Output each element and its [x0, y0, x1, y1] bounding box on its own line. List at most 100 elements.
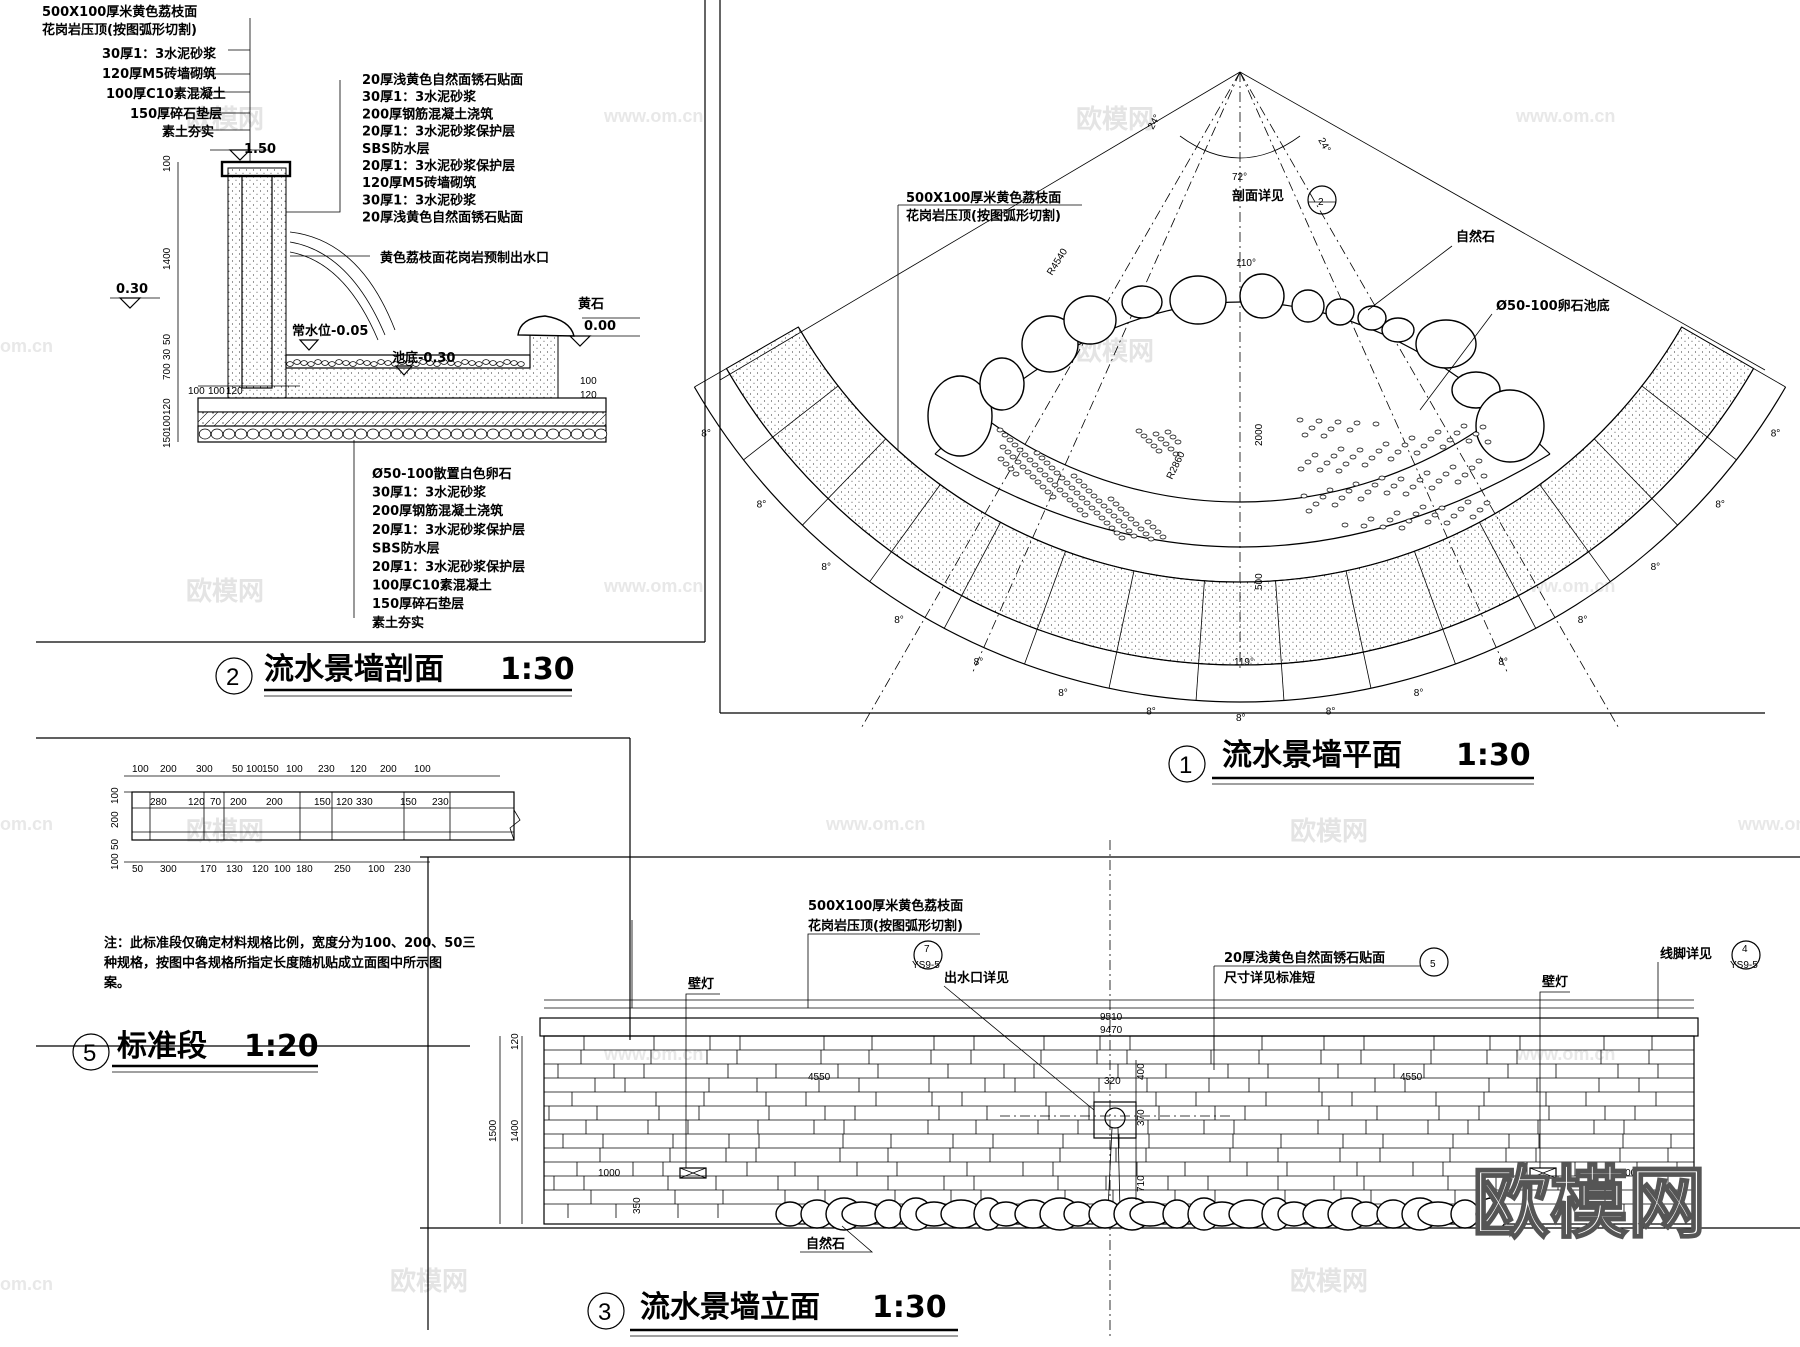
pebble: [1105, 508, 1113, 514]
plan-construction-line: [1239, 71, 1509, 676]
pebble: [1130, 533, 1138, 539]
pebble: [370, 361, 378, 367]
standard-dim-row2: 150: [314, 797, 331, 808]
elevation-label: 尺寸详见标准短: [1224, 970, 1315, 986]
pebble: [1137, 526, 1145, 532]
pebble: [1316, 467, 1324, 473]
plan-joint: [1593, 438, 1678, 526]
elevation-dim: 320: [1104, 1076, 1121, 1087]
standard-dim-row3: 300: [160, 864, 177, 875]
pebble: [1080, 483, 1088, 489]
pebble: [349, 361, 357, 367]
plan-angle-label: 8°: [894, 615, 904, 626]
pebble: [1393, 510, 1401, 516]
natural-stone: [1325, 298, 1355, 326]
gravel-stone: [426, 428, 440, 440]
plan-angle-label: 8°: [1578, 615, 1588, 626]
section-label: 200厚钢筋混凝土浇筑: [372, 503, 503, 519]
plan-joint: [694, 326, 799, 388]
plan-radius-label: R2860: [1165, 450, 1188, 482]
pebble: [377, 359, 385, 365]
plan-radius-line: [1239, 71, 1766, 371]
pebble: [1024, 469, 1032, 475]
pebble: [1375, 448, 1383, 454]
corner-watermark: 欧模网: [1472, 1159, 1706, 1249]
pebble: [1132, 521, 1140, 527]
standard-dim-row1: 50: [232, 764, 244, 775]
pebble: [1357, 496, 1365, 502]
pebble: [1100, 503, 1108, 509]
pebble: [1379, 524, 1387, 530]
elevation-outlet-ring: [1104, 1107, 1126, 1129]
elevation-title: 流水景墙立面: [640, 1290, 820, 1325]
pebble: [1484, 439, 1492, 445]
pebble: [1011, 442, 1019, 448]
gravel-stone: [438, 428, 452, 440]
pebble: [1475, 458, 1483, 464]
gravel-stone: [210, 428, 224, 440]
elevation-dim: 9470: [1100, 1025, 1123, 1036]
natural-stone: [1291, 289, 1325, 323]
pebble: [1063, 480, 1071, 486]
natural-stone: [1415, 319, 1477, 369]
pebble: [1345, 488, 1353, 494]
pebble: [314, 359, 322, 365]
plan-joint: [1024, 551, 1066, 665]
pebble: [412, 361, 420, 367]
gravel-stone: [510, 428, 524, 440]
pebble: [1398, 525, 1406, 531]
section-label: 20厚1：3水泥砂浆保护层: [372, 559, 525, 575]
natural-stone: [1239, 273, 1285, 319]
pebble: [1036, 467, 1044, 473]
pebble: [356, 359, 364, 365]
elevation-dim: 1000: [598, 1168, 621, 1179]
pebble: [1009, 454, 1017, 460]
pebble: [1145, 438, 1153, 444]
pebble: [1001, 432, 1009, 438]
pebble: [1296, 417, 1304, 423]
natural-stone: [1475, 1197, 1509, 1231]
pebble: [1308, 425, 1316, 431]
plan-drawing: 8°8°8°8°8°8°8°8°8°8°8°8°8°8°8°500X100厚米黄…: [693, 71, 1787, 731]
pebble: [286, 361, 294, 367]
plan-joint: [1195, 580, 1205, 701]
gravel-stone: [318, 428, 332, 440]
pebble: [1162, 441, 1170, 447]
pebble: [1048, 465, 1056, 471]
pebble: [1068, 485, 1076, 491]
pebble: [1464, 499, 1472, 505]
outlet-ref-circle: [913, 940, 943, 970]
elevation-label: 自然石: [806, 1236, 845, 1252]
plan-title-number: 1: [1179, 752, 1192, 779]
plan-arc-mid: [725, 368, 1755, 666]
plan-joint: [1345, 570, 1372, 689]
pebble: [1460, 423, 1468, 429]
watermark-url: www.om.cn: [1515, 1044, 1615, 1064]
standard-dim-row3: 50: [132, 864, 144, 875]
plan-arc-pool-top: [986, 419, 1494, 503]
section-label: 素土夯实: [372, 615, 424, 631]
plan-angle-label: 8°: [821, 562, 831, 573]
gravel-stone: [342, 428, 356, 440]
section-scale: 1:30: [500, 652, 575, 687]
section-labels: 500X100厚米黄色荔枝面花岗岩压顶(按图弧形切割)30厚1：3水泥砂浆120…: [42, 4, 616, 631]
section-dim: 100: [188, 386, 205, 397]
note-line-1: 注：此标准段仅确定材料规格比例，宽度分为100、200、50三: [104, 935, 475, 951]
section-label: SBS防水层: [362, 141, 430, 157]
plan-dim: 2000: [1254, 423, 1265, 446]
pebble: [328, 361, 336, 367]
pebble: [1443, 520, 1451, 526]
pebble: [1368, 455, 1376, 461]
elevation-scale: 1:30: [872, 1290, 947, 1325]
elevation-title-number: 3: [598, 1299, 611, 1326]
pebble: [1049, 494, 1057, 500]
level-top: 1.50: [244, 142, 276, 157]
level-pool-bottom: 池底-0.30: [392, 350, 455, 366]
standard-dim-row2: 120: [336, 797, 353, 808]
elevation-leader: [631, 920, 980, 1008]
pebble: [1026, 457, 1034, 463]
pebble: [1006, 437, 1014, 443]
